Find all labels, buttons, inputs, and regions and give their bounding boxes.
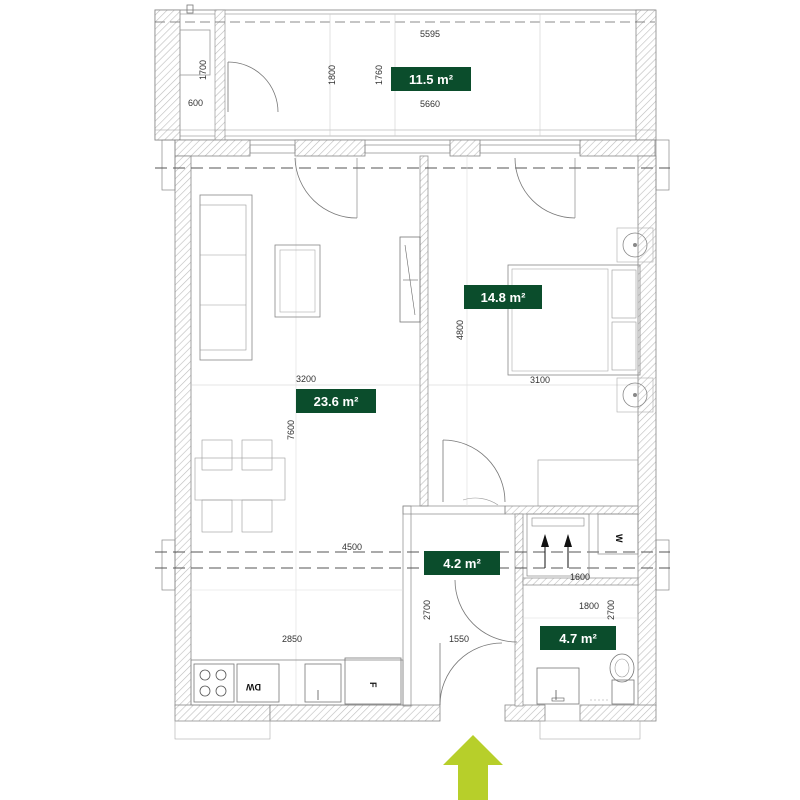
arrow-up-icon — [564, 534, 572, 547]
dim-bedroom-depth: 4800 — [455, 320, 465, 340]
dim-total-width: 4500 — [342, 542, 362, 552]
dim-kitchen-width: 2850 — [282, 634, 302, 644]
wardrobe — [537, 459, 639, 507]
dim-balcony-depth-2: 1760 — [374, 65, 384, 85]
dishwasher — [236, 663, 280, 703]
stove — [193, 663, 235, 703]
tv-unit — [399, 236, 421, 323]
sink — [304, 663, 342, 703]
hall-area: 4.2 m² — [443, 556, 481, 571]
bathroom — [536, 653, 635, 705]
doors — [294, 157, 576, 706]
living-area: 23.6 m² — [314, 394, 359, 409]
arrow-up-icon — [541, 534, 549, 547]
dimension-labels: 3200 7600 4800 3100 4500 2850 2700 1550 … — [282, 320, 616, 644]
dim-hall-width: 1550 — [449, 634, 469, 644]
balcony-area-badge: 11.5 m² — [391, 67, 471, 91]
bedroom-area-badge: 14.8 m² — [464, 285, 542, 309]
chair — [201, 499, 233, 533]
living-area-badge: 23.6 m² — [296, 389, 376, 413]
chair — [241, 499, 273, 533]
coffee-table — [274, 244, 321, 318]
dim-living-width: 3200 — [296, 374, 316, 384]
living-furniture — [194, 194, 421, 533]
hall-area-badge: 4.2 m² — [424, 551, 500, 575]
bedroom-area: 14.8 m² — [481, 290, 526, 305]
balcony-inner-wall — [214, 9, 226, 141]
dim-bath-width: 1800 — [579, 601, 599, 611]
fridge — [344, 657, 402, 705]
dim-closet-width: 1600 — [570, 572, 590, 582]
dim-balcony-depth: 1800 — [327, 65, 337, 85]
dim-balcony-small-width: 600 — [188, 98, 203, 108]
area-badges: 11.5 m² 23.6 m² 14.8 m² 4.2 m² 4.7 m² — [296, 67, 616, 650]
balcony: 5595 5660 1800 1760 1700 600 — [154, 4, 657, 141]
dim-bath-depth: 2700 — [606, 600, 616, 620]
dining-table — [194, 457, 286, 501]
balcony-area: 11.5 m² — [409, 72, 454, 87]
fridge-label: F — [368, 682, 378, 688]
dim-balcony-inner-width: 5660 — [420, 99, 440, 109]
interior-walls — [402, 155, 639, 707]
bedside-lamp — [616, 377, 654, 413]
washer-label: W — [614, 534, 624, 543]
bed — [507, 264, 641, 376]
bedroom-furniture — [507, 227, 654, 507]
chair — [241, 439, 273, 471]
bath-area: 4.7 m² — [559, 631, 597, 646]
utility: W — [526, 513, 639, 577]
balcony-left-wall — [154, 9, 181, 141]
dim-balcony-small-depth: 1700 — [198, 60, 208, 80]
balcony-right-wall — [635, 9, 657, 141]
dim-living-depth: 7600 — [286, 420, 296, 440]
dim-hall-depth: 2700 — [422, 600, 432, 620]
entrance-arrow-icon — [443, 735, 503, 800]
toilet — [609, 653, 635, 705]
kitchen: DW F — [190, 657, 404, 706]
sofa — [199, 194, 253, 361]
bedside-lamp — [616, 227, 654, 263]
reference-lines — [155, 156, 670, 705]
washbasin — [536, 667, 580, 705]
bath-area-badge: 4.7 m² — [540, 626, 616, 650]
dim-bedroom-width: 3100 — [530, 375, 550, 385]
dim-balcony-width: 5595 — [420, 29, 440, 39]
dishwasher-label: DW — [246, 682, 261, 692]
chair — [201, 439, 233, 471]
washer — [597, 513, 639, 555]
